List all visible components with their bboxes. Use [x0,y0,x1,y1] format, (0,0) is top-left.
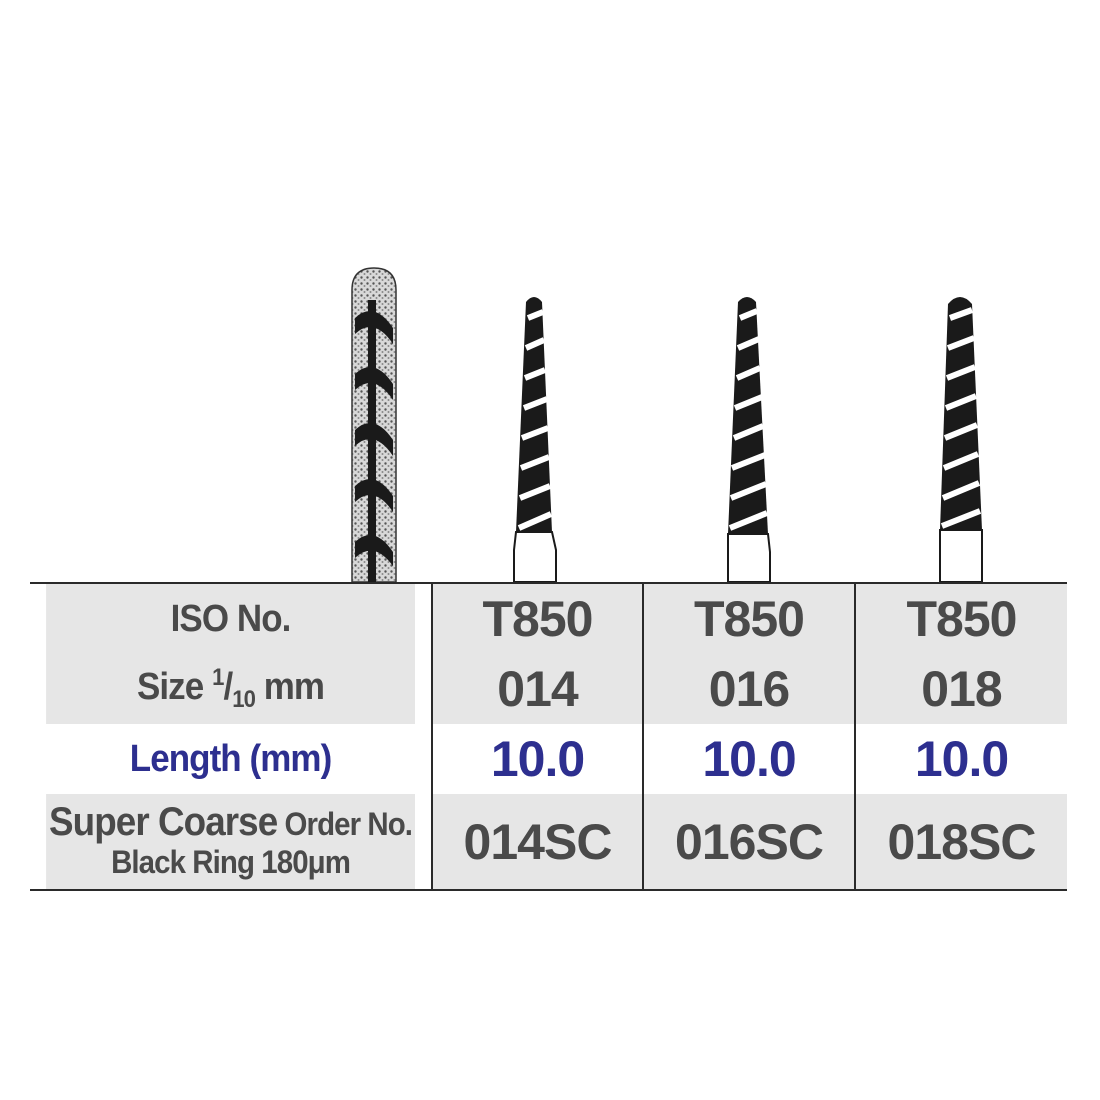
order-value: 016SC [643,794,856,891]
iso-value: T850 [432,582,644,654]
size-value: 014 [432,654,644,724]
order-value: 014SC [432,794,644,891]
order-row: Super Coarse Order No. Black Ring 180μm … [30,794,1067,891]
length-value: 10.0 [643,724,856,794]
size-value: 018 [855,654,1067,724]
length-row: Length (mm) 10.0 10.0 10.0 [30,724,1067,794]
iso-value: T850 [643,582,856,654]
length-value: 10.0 [432,724,644,794]
diamond-bur-icon [351,267,397,583]
bur-illustrations [351,267,983,583]
spec-table: ISO No. T850 T850 T850 Size 1/10 mm 014 … [30,582,1067,891]
iso-value: T850 [855,582,1067,654]
size-label: Size 1/10 mm [46,654,417,724]
tapered-bur-018-icon [939,297,983,583]
size-value: 016 [643,654,856,724]
size-row: Size 1/10 mm 014 016 018 [30,654,1067,724]
order-label: Super Coarse Order No. Black Ring 180μm [46,794,417,891]
order-value: 018SC [855,794,1067,891]
length-label: Length (mm) [46,724,417,794]
iso-row: ISO No. T850 T850 T850 [30,582,1067,654]
tapered-bur-016-icon [727,297,771,583]
iso-label: ISO No. [46,582,417,654]
tapered-bur-014-icon [513,297,557,583]
length-value: 10.0 [855,724,1067,794]
